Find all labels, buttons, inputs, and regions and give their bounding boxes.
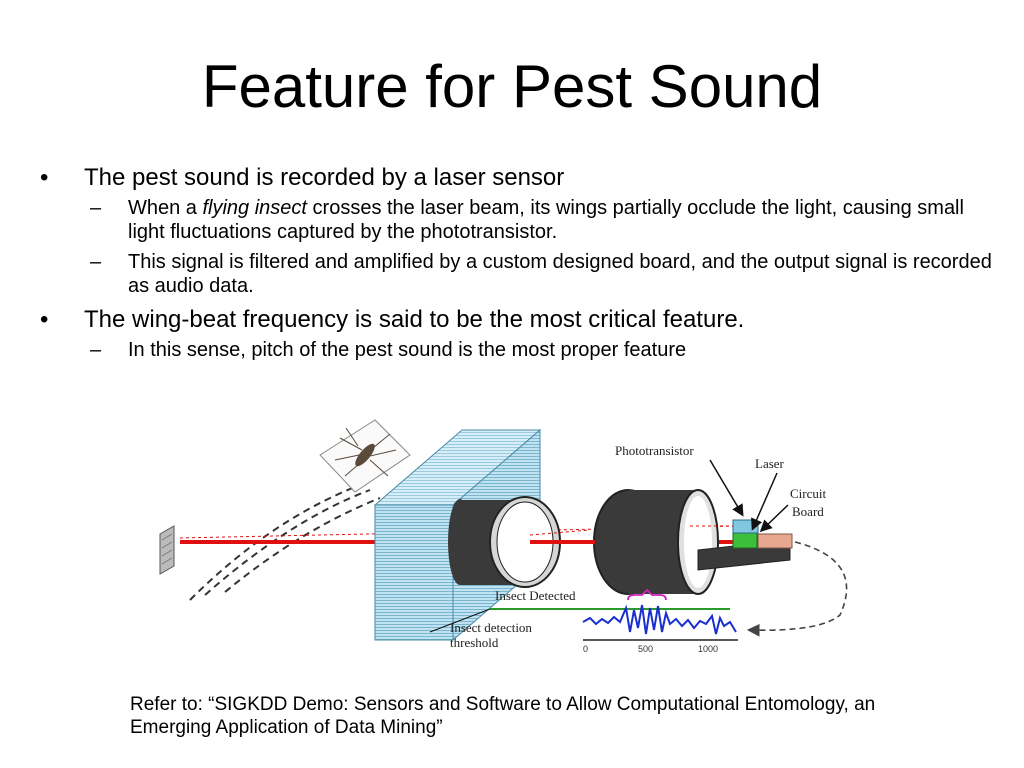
sub-bullet-text-post: crosses the laser beam, its wings partia… xyxy=(128,197,964,243)
circuit-board-label-2: Board xyxy=(792,504,824,519)
dash-symbol: – xyxy=(90,339,102,361)
receiver-cylinder xyxy=(448,496,561,588)
time-axis-tick-500: 500 xyxy=(638,644,653,654)
circuit-board xyxy=(697,533,793,571)
sub-bullet-text: This signal is filtered and amplified by… xyxy=(128,251,992,297)
laser-sensor-diagram: Phototransistor Laser Circuit Board Inse… xyxy=(159,419,848,654)
signal-output-arrow xyxy=(746,541,848,637)
sub-bullet-text: In this sense, pitch of the pest sound i… xyxy=(128,339,687,361)
wingbeat-signal-trace xyxy=(582,604,737,635)
detection-bracket xyxy=(627,588,667,601)
bullet-item: • The pest sound is recorded by a laser … xyxy=(40,162,1000,194)
sub-bullet-item: – This signal is filtered and amplified … xyxy=(40,250,1000,298)
threshold-label-2: threshold xyxy=(450,635,499,650)
laser-module xyxy=(732,532,758,549)
reference-citation: Refer to: “SIGKDD Demo: Sensors and Soft… xyxy=(130,694,876,738)
bullet-symbol: • xyxy=(40,164,49,191)
bullet-symbol: • xyxy=(40,306,49,333)
mosquito-image xyxy=(319,419,411,493)
threshold-pointer xyxy=(429,608,491,633)
slide-title: Feature for Pest Sound xyxy=(201,53,823,120)
bullet-text: The wing-beat frequency is said to be th… xyxy=(84,306,745,333)
sub-bullet-text-pre: When a xyxy=(128,197,203,219)
bullet-item: • The wing-beat frequency is said to be … xyxy=(40,304,1000,336)
dash-symbol: – xyxy=(90,251,102,273)
threshold-label-1: Insect detection xyxy=(450,620,532,635)
bullet-text: The pest sound is recorded by a laser se… xyxy=(84,164,565,191)
laser-beam-dotted xyxy=(529,529,591,536)
time-axis-tick-1000: 1000 xyxy=(698,644,718,654)
insect-detected-label: Insect Detected xyxy=(495,588,576,603)
insect-flight-path xyxy=(189,484,381,601)
bullet-list: • The pest sound is recorded by a laser … xyxy=(40,162,1000,368)
sub-bullet-text-emphasis: flying insect xyxy=(202,197,307,219)
phototransistor-arrow xyxy=(709,459,744,517)
dash-symbol: – xyxy=(90,197,102,219)
sub-bullet-item: – In this sense, pitch of the pest sound… xyxy=(40,338,1000,362)
sub-bullet-item: – When a flying insect crosses the laser… xyxy=(40,196,1000,244)
time-axis-tick-0: 0 xyxy=(583,644,588,654)
laser-label: Laser xyxy=(755,456,785,471)
reflector-mirror xyxy=(159,525,175,575)
circuit-board-label-1: Circuit xyxy=(790,486,826,501)
circuit-board-arrow xyxy=(759,504,789,533)
phototransistor-label: Phototransistor xyxy=(615,443,694,458)
laser-arrow xyxy=(751,472,778,531)
emitter-cylinder xyxy=(593,489,719,595)
